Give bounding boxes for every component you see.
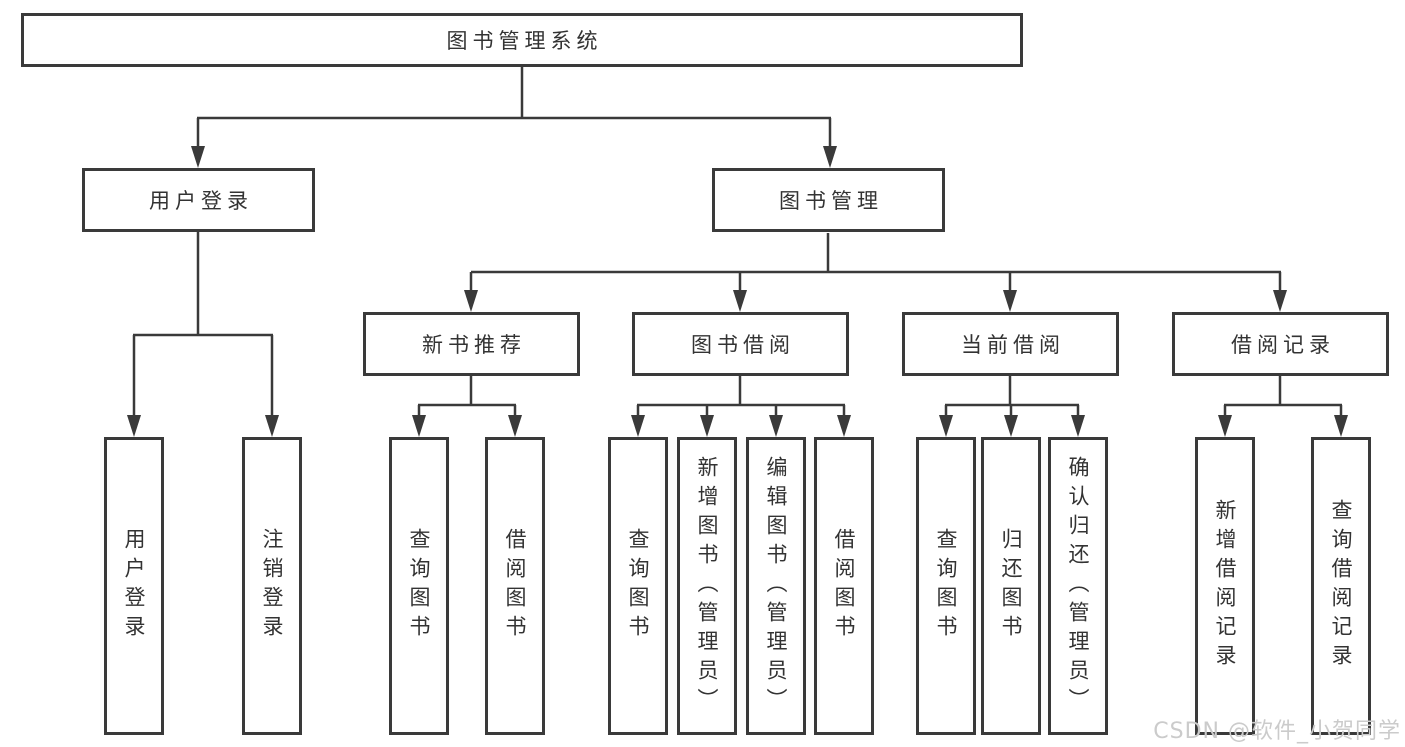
- node-book-borrow: 图书借阅: [632, 312, 849, 376]
- leaf-user-login: 用户登录: [104, 437, 164, 735]
- leaf-record-add: 新增借阅记录: [1195, 437, 1255, 735]
- node-root-system: 图书管理系统: [21, 13, 1023, 67]
- node-borrow-records: 借阅记录: [1172, 312, 1389, 376]
- node-user-login: 用户登录: [82, 168, 315, 232]
- leaf-borrow-book: 借阅图书: [814, 437, 874, 735]
- edge-new-book-to-leaves: [412, 375, 522, 437]
- leaf-current-confirm-admin: 确认归还（管理员）: [1048, 437, 1108, 735]
- node-book-mgmt: 图书管理: [712, 168, 945, 232]
- leaf-logout: 注销登录: [242, 437, 302, 735]
- leaf-newbook-query: 查询图书: [389, 437, 449, 735]
- edge-current-borrow-to-leaves: [939, 375, 1085, 437]
- edge-book-mgmt-to-level3: [464, 233, 1287, 312]
- csdn-watermark: CSDN @软件_小贺同学: [1153, 719, 1401, 744]
- leaf-borrow-edit-admin: 编辑图书（管理员）: [746, 437, 806, 735]
- leaf-current-query: 查询图书: [916, 437, 976, 735]
- edge-book-borrow-to-leaves: [631, 375, 851, 437]
- edge-user-login-to-leaves: [127, 232, 279, 437]
- leaf-newbook-borrow: 借阅图书: [485, 437, 545, 735]
- node-current-borrow: 当前借阅: [902, 312, 1119, 376]
- node-new-book-recommend: 新书推荐: [363, 312, 580, 376]
- edge-borrow-records-to-leaves: [1218, 375, 1348, 437]
- edge-root-to-level2: [191, 67, 837, 168]
- leaf-borrow-query: 查询图书: [608, 437, 668, 735]
- leaf-record-query: 查询借阅记录: [1311, 437, 1371, 735]
- leaf-current-return: 归还图书: [981, 437, 1041, 735]
- leaf-borrow-add-admin: 新增图书（管理员）: [677, 437, 737, 735]
